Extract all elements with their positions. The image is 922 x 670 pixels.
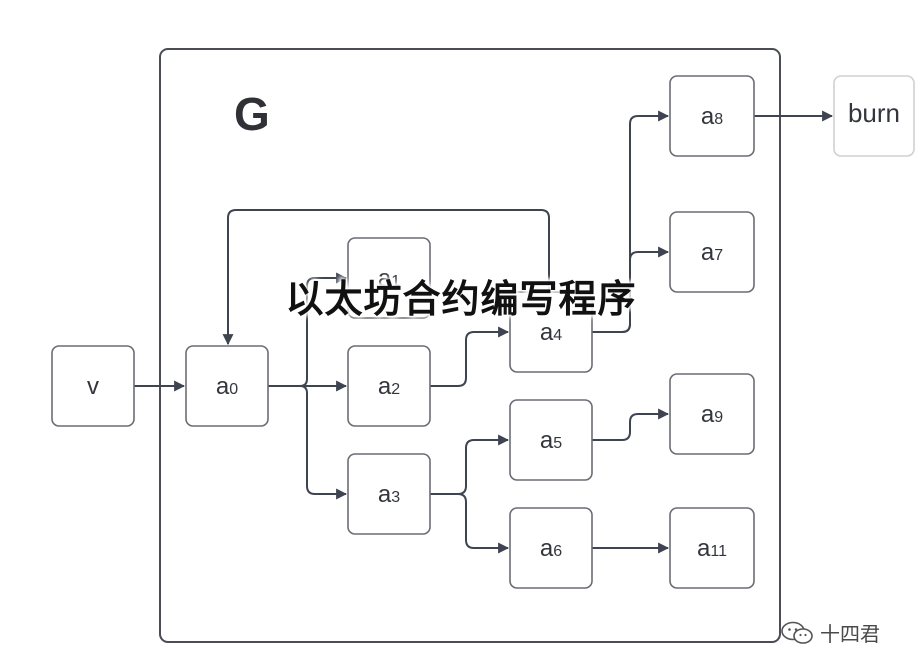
node-a5: a5 <box>509 399 593 481</box>
svg-text:a0: a0 <box>216 373 238 400</box>
title-overlay: 以太坊合约编写程序 <box>285 277 637 321</box>
svg-text:a8: a8 <box>701 103 723 130</box>
svg-text:a6: a6 <box>540 535 562 562</box>
svg-text:a11: a11 <box>697 535 727 562</box>
edge-a3-a6 <box>430 493 510 554</box>
group-title: G <box>234 88 270 140</box>
node-a2: a2 <box>347 345 431 427</box>
svg-text:v: v <box>87 373 99 400</box>
svg-text:a1: a1 <box>378 265 400 292</box>
watermark: 十四君 <box>780 618 880 647</box>
svg-text:a9: a9 <box>701 401 723 428</box>
svg-text:burn: burn <box>848 98 900 128</box>
edge-a5-a9 <box>592 408 670 441</box>
svg-text:a3: a3 <box>378 481 400 508</box>
group-g-box <box>159 48 781 643</box>
node-v: v <box>51 345 135 427</box>
edge-a4-a0 <box>222 209 550 346</box>
node-a3: a3 <box>347 453 431 535</box>
node-a1: a1 <box>347 237 431 319</box>
node-a4: a4 <box>509 291 593 373</box>
node-a6: a6 <box>509 507 593 589</box>
svg-text:a5: a5 <box>540 427 562 454</box>
node-a0: a0 <box>185 345 269 427</box>
svg-text:a7: a7 <box>701 239 723 266</box>
edge-a4-a7 <box>592 246 670 333</box>
svg-text:a4: a4 <box>540 319 562 346</box>
edge-a2-a4 <box>430 326 510 387</box>
edges <box>134 110 834 554</box>
watermark-text: 十四君 <box>820 622 880 646</box>
node-a11: a11 <box>669 507 755 589</box>
node-a8: a8 <box>669 75 755 157</box>
edge-a3-a5 <box>430 434 510 495</box>
edge-a0-a3 <box>268 385 348 500</box>
node-a9: a9 <box>669 373 755 455</box>
node-burn: burn <box>833 75 915 157</box>
wechat-icon <box>781 621 813 644</box>
node-a7: a7 <box>669 211 755 293</box>
svg-text:a2: a2 <box>378 373 400 400</box>
